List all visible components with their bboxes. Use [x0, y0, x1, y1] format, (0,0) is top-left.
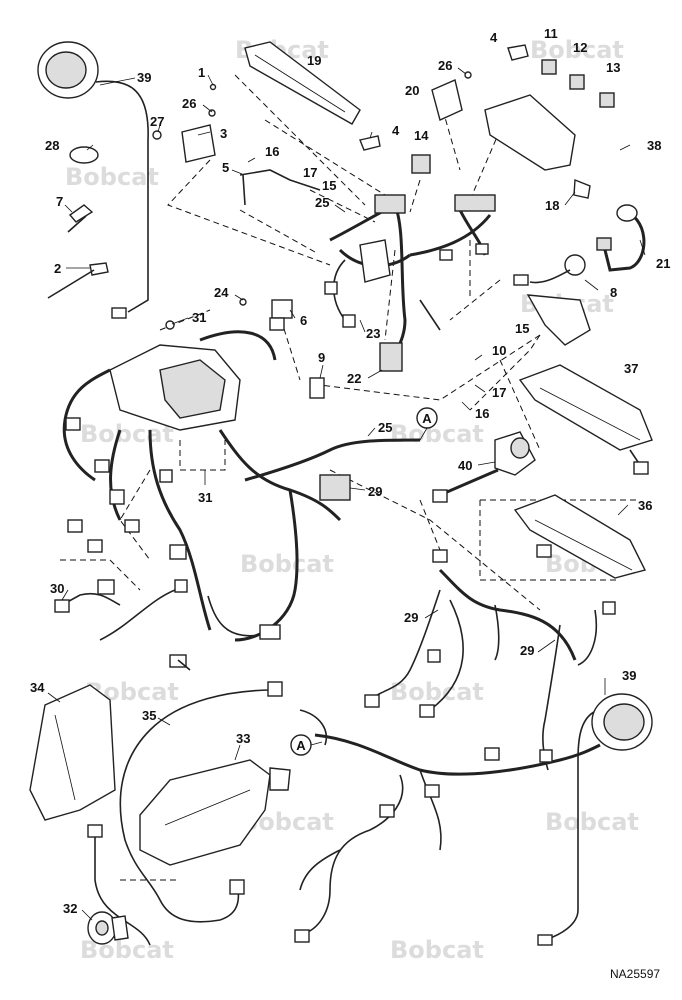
callout-label: 8 [610, 285, 617, 300]
callout-label: 31 [198, 490, 212, 505]
watermark: Bobcat [65, 163, 159, 191]
callout-label: 2 [54, 261, 61, 276]
callout-label: 15 [322, 178, 336, 193]
callout-label: 26 [438, 58, 452, 73]
callout-label: 12 [573, 40, 587, 55]
callout-label: 32 [63, 901, 77, 916]
callout-label: 33 [236, 731, 250, 746]
sensor-30 [54, 579, 121, 613]
harness-35 [119, 681, 283, 923]
callout-label: 6 [300, 313, 307, 328]
callout-label: 4 [392, 123, 400, 138]
rear-harness [364, 549, 616, 771]
beacon-light-top [37, 41, 149, 319]
callout-label: 39 [137, 70, 151, 85]
callout-label: 16 [475, 406, 489, 421]
relay-modules [152, 71, 472, 163]
watermark: Bobcat [390, 936, 484, 964]
right-components [513, 178, 646, 346]
relay-6 [165, 298, 293, 330]
callout-label: 4 [490, 30, 498, 45]
callout-label: 25 [378, 420, 392, 435]
callout-label: 5 [222, 160, 229, 175]
watermark: Bobcat [80, 420, 174, 448]
watermarks: Bobcat Bobcat Bobcat Bobcat Bobcat Bobca… [65, 36, 639, 964]
callout-label: 14 [414, 128, 429, 143]
callout-label: 26 [182, 96, 196, 111]
marker-a: A [422, 411, 432, 426]
watermark: Bobcat [240, 550, 334, 578]
callout-label: 35 [142, 708, 156, 723]
callout-label: 17 [492, 385, 506, 400]
beacon-light-bottom [537, 693, 653, 946]
connection-markers: A A [290, 407, 438, 756]
gauge-panel-bar [244, 41, 361, 125]
callout-label: 23 [366, 326, 380, 341]
callout-label: 24 [214, 285, 229, 300]
callout-label: 29 [404, 610, 418, 625]
callout-label: 13 [606, 60, 620, 75]
callout-label: 10 [492, 343, 506, 358]
callout-label: 29 [368, 484, 382, 499]
light-37 [518, 364, 653, 475]
watermark: Bobcat [390, 678, 484, 706]
watermark: Bobcat [545, 808, 639, 836]
callout-label: 36 [638, 498, 652, 513]
work-light-34 [29, 684, 151, 946]
switch-panel [359, 44, 615, 174]
callout-label: 27 [150, 114, 164, 129]
cab-harness-upper [239, 169, 496, 372]
callout-label: 18 [545, 198, 559, 213]
small-parts-left [47, 146, 109, 299]
callout-label: 1 [198, 65, 205, 80]
head-light-33 [139, 759, 291, 866]
callout-label: 31 [192, 310, 206, 325]
callout-label: 15 [515, 321, 529, 336]
document-number: NA25597 [610, 967, 660, 981]
callout-label: 40 [458, 458, 472, 473]
callout-label: 19 [307, 53, 321, 68]
marker-a: A [296, 738, 306, 753]
callout-label: 17 [303, 165, 317, 180]
callout-label: 34 [30, 680, 45, 695]
callout-label: 7 [56, 194, 63, 209]
callout-label: 38 [647, 138, 661, 153]
callout-label: 3 [220, 126, 227, 141]
callout-label: 29 [520, 643, 534, 658]
callout-label: 21 [656, 256, 670, 271]
callout-label: 28 [45, 138, 59, 153]
socket-40 [432, 431, 536, 503]
assembly-dashed-lines [60, 74, 640, 881]
horn-32 [87, 911, 129, 945]
callout-label: 11 [544, 26, 558, 41]
callout-label: 9 [318, 350, 325, 365]
fuse-relay-box [62, 317, 421, 671]
callout-labels: 39 19 4 11 12 13 1 26 20 26 3 27 4 14 28… [30, 26, 670, 916]
light-36 [513, 494, 647, 579]
callout-label: 39 [622, 668, 636, 683]
callout-leaders [47, 67, 646, 921]
callout-label: 22 [347, 371, 361, 386]
callout-label: 30 [50, 581, 64, 596]
callout-label: 25 [315, 195, 329, 210]
watermark: Bobcat [390, 420, 484, 448]
callout-label: 37 [624, 361, 638, 376]
callout-label: 16 [265, 144, 279, 159]
callout-label: 20 [405, 83, 419, 98]
